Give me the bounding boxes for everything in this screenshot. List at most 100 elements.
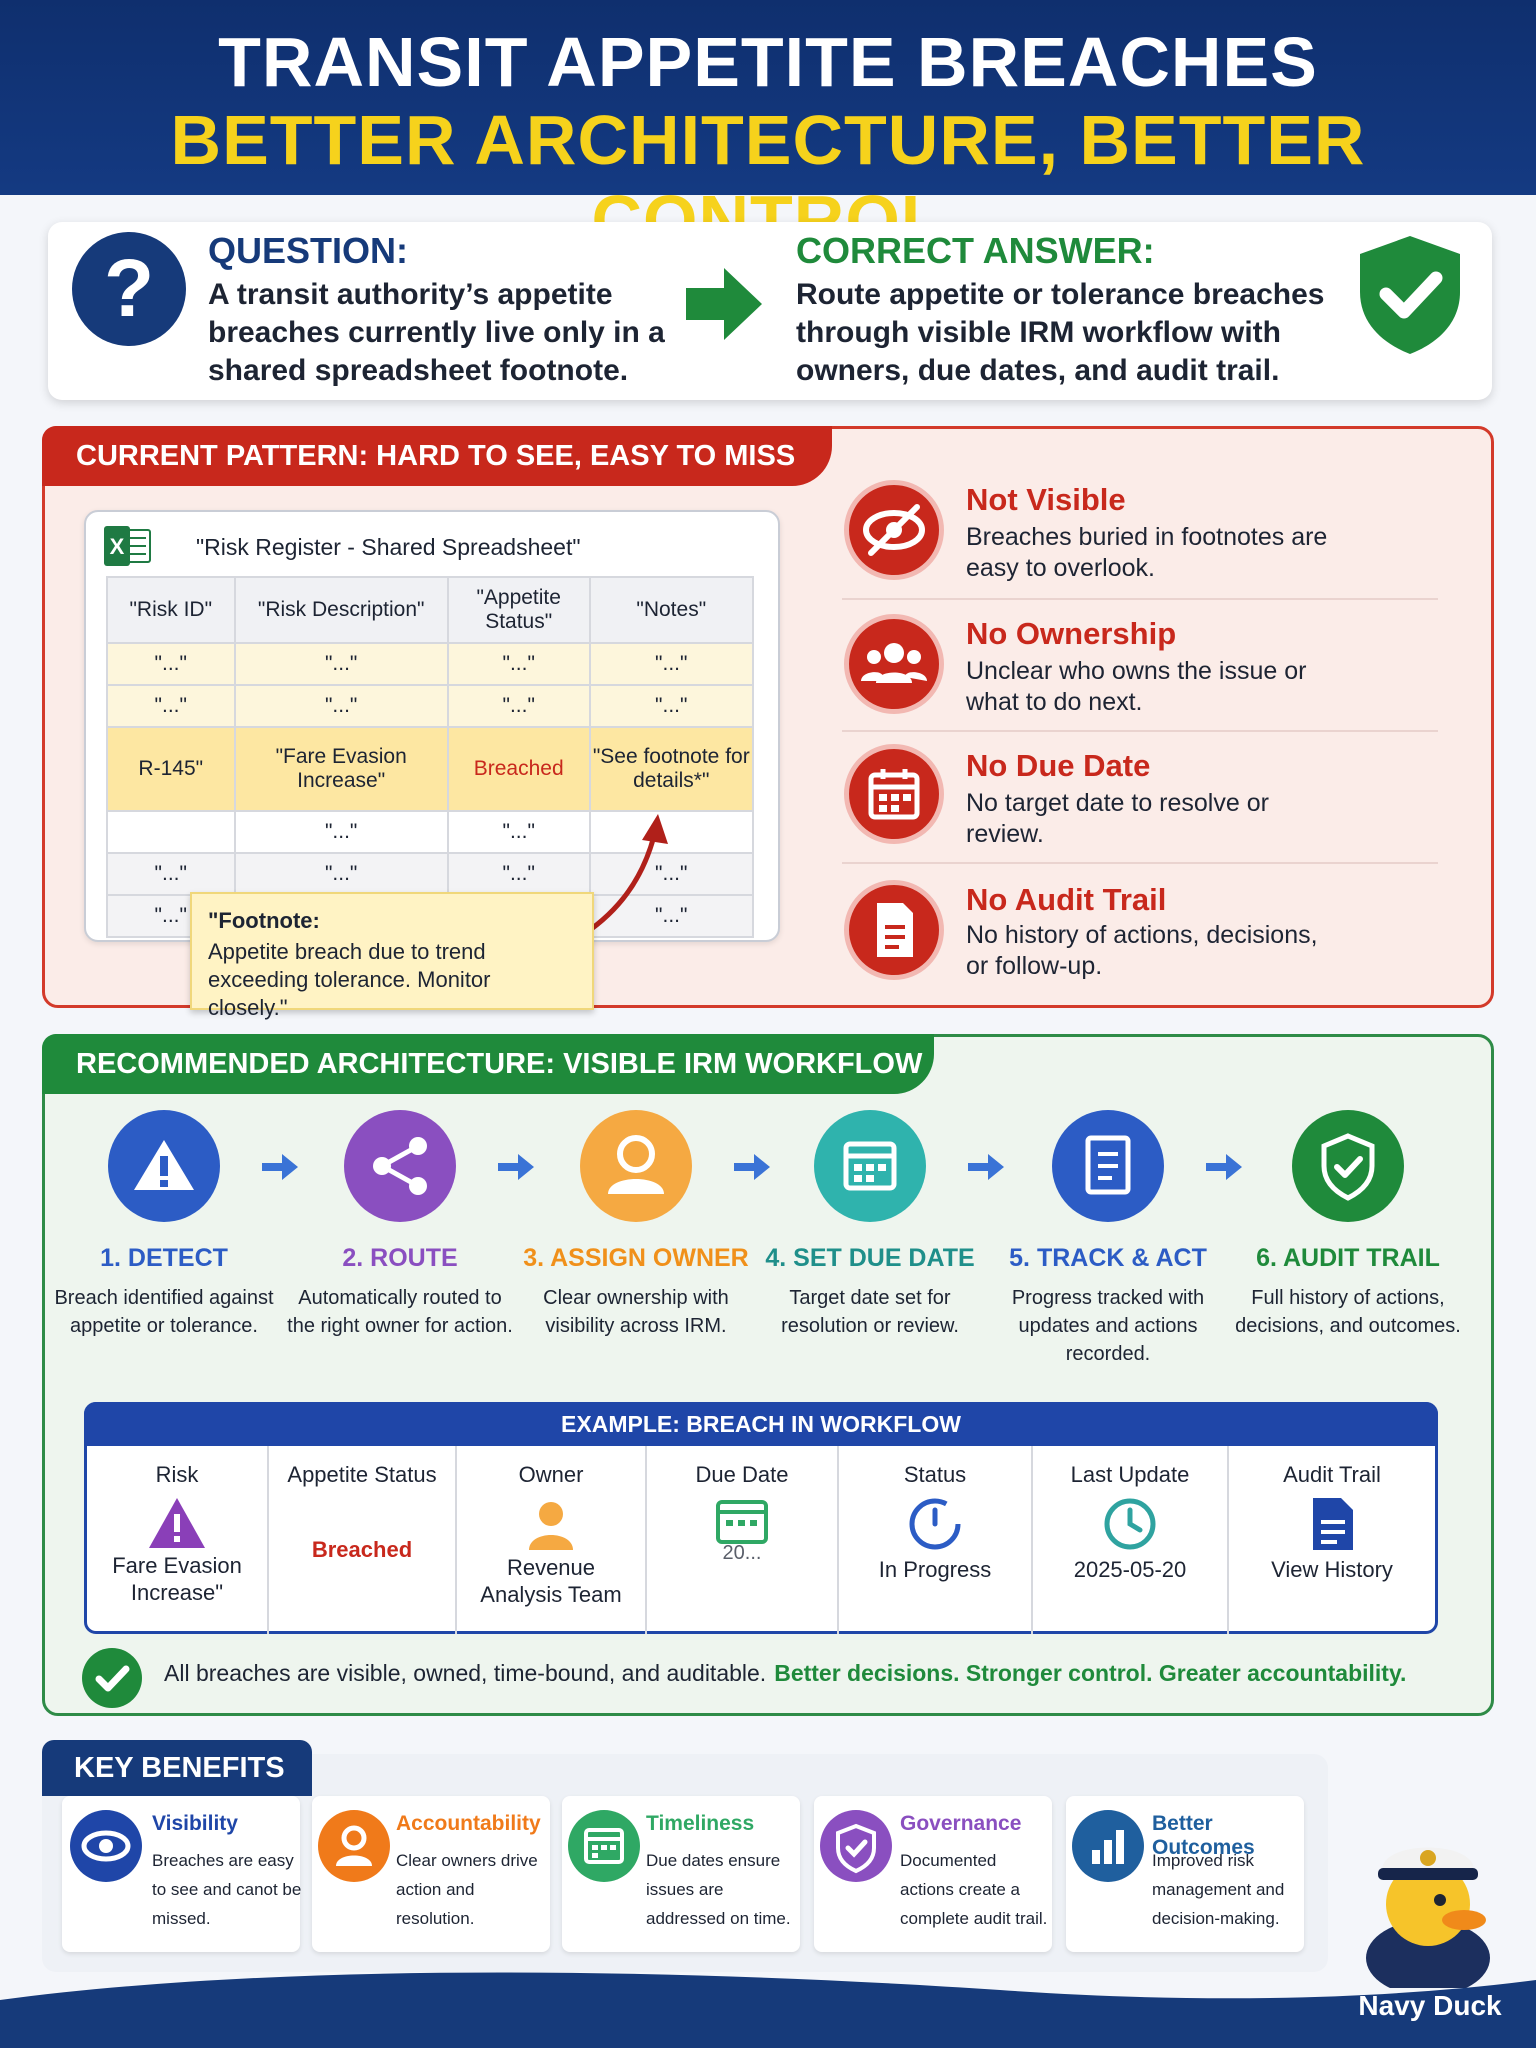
step-title: 5. TRACK & ACT — [1009, 1244, 1207, 1272]
issue-text: Unclear who owns the issue or what to do… — [966, 657, 1307, 716]
step-text: Target date set for resolution or review… — [781, 1287, 959, 1337]
document-icon — [1313, 1498, 1353, 1550]
issue-title: No Due Date — [966, 748, 1151, 783]
mascot-label: Navy Duck — [1358, 1990, 1502, 2021]
person-icon — [580, 1110, 692, 1222]
warning-icon — [108, 1110, 220, 1222]
document-icon — [844, 880, 944, 980]
calendar-icon — [568, 1810, 640, 1882]
clock-icon — [1104, 1498, 1156, 1550]
risk-id-cell: R-145" — [106, 726, 236, 812]
eye-off-icon — [844, 480, 944, 580]
arrow-right-icon — [734, 1154, 770, 1180]
benefit-card-accountability: Accountability Clear owners drive action… — [312, 1796, 550, 1952]
person-icon — [318, 1810, 390, 1882]
issue-title: No Audit Trail — [966, 882, 1167, 917]
issue-text: Breaches buried in footnotes are easy to… — [966, 523, 1328, 582]
risk-description-cell: "Fare Evasion Increase" — [233, 726, 449, 812]
step-text: Progress tracked with updates and action… — [1011, 1287, 1205, 1365]
excel-icon: X — [104, 526, 151, 566]
question-answer-card — [48, 222, 1492, 400]
eye-icon — [70, 1810, 142, 1882]
step-title: 2. ROUTE — [342, 1244, 458, 1272]
benefit-card-better-outcomes: Better Outcomes Improved risk management… — [1066, 1796, 1304, 1952]
checklist-icon — [1052, 1110, 1164, 1222]
example-column-due-date: Due Date 20... — [647, 1446, 839, 1634]
warning-icon — [149, 1498, 205, 1548]
calendar-icon — [716, 1500, 768, 1544]
answer-text: Route appetite or tolerance breaches thr… — [796, 278, 1325, 387]
divider — [842, 730, 1438, 732]
issue-text: No history of actions, decisions, or fol… — [966, 921, 1318, 980]
check-icon — [82, 1648, 142, 1708]
page-subtitle: BETTER ARCHITECTURE, BETTER CONTROL — [170, 101, 1366, 259]
step-text: Automatically routed to the right owner … — [287, 1287, 513, 1337]
table-row: "...""...""...""..." — [106, 642, 755, 686]
footnote-note: "Footnote: Appetite breach due to trend … — [190, 892, 594, 1020]
issue-title: Not Visible — [966, 482, 1126, 517]
column-header: "Risk Description" — [233, 576, 449, 644]
shield-check-icon — [820, 1810, 892, 1882]
step-text: Clear ownership with visibility across I… — [543, 1287, 729, 1337]
question-mark-icon: ? — [72, 232, 186, 346]
column-header: "Risk ID" — [106, 576, 236, 644]
footer-wave — [0, 1972, 1536, 2048]
issue-text: No target date to resolve or review. — [966, 789, 1269, 848]
page-title: TRANSIT APPETITE BREACHES — [218, 23, 1318, 101]
step-title: 6. AUDIT TRAIL — [1256, 1244, 1440, 1272]
question-text: A transit authority’s appetite breaches … — [208, 278, 665, 387]
current-pattern-tab: CURRENT PATTERN: HARD TO SEE, EASY TO MI… — [42, 426, 832, 486]
svg-text:X: X — [110, 534, 125, 559]
footnote-title: "Footnote: — [208, 908, 320, 933]
recommended-tab: RECOMMENDED ARCHITECTURE: VISIBLE IRM WO… — [42, 1034, 934, 1094]
appetite-status-cell: Breached — [446, 726, 591, 812]
divider — [842, 598, 1438, 600]
route-icon — [344, 1110, 456, 1222]
breach-row: R-145" "Fare Evasion Increase" Breached … — [106, 726, 755, 812]
shield-check-icon — [1360, 236, 1460, 354]
answer-label: CORRECT ANSWER: — [796, 230, 1155, 271]
example-column-owner: Owner Revenue Analysis Team — [457, 1446, 647, 1634]
header-banner: TRANSIT APPETITE BREACHES BETTER ARCHITE… — [0, 0, 1536, 259]
column-header: "Notes" — [588, 576, 755, 644]
example-column-risk: Risk Fare Evasion Increase" — [87, 1446, 269, 1634]
spreadsheet-title: "Risk Register - Shared Spreadsheet" — [196, 534, 581, 560]
summary-highlight: Better decisions. Stronger control. Grea… — [774, 1660, 1407, 1686]
calendar-icon — [814, 1110, 926, 1222]
duck-mascot-icon — [1366, 1847, 1490, 1988]
table-row: "...""...""...""..." — [106, 852, 755, 896]
step-title: 1. DETECT — [100, 1244, 228, 1272]
divider — [842, 862, 1438, 864]
column-header: "Appetite Status" — [446, 576, 591, 644]
arrow-right-icon — [262, 1154, 298, 1180]
benefit-card-governance: Governance Documented actions create a c… — [814, 1796, 1052, 1952]
people-icon — [844, 614, 944, 714]
step-text: Breach identified against appetite or to… — [54, 1287, 274, 1337]
benefit-card-visibility: Visibility Breaches are easy to see and … — [62, 1796, 301, 1952]
arrow-right-icon — [968, 1154, 1004, 1180]
calendar-icon — [844, 744, 944, 844]
arrow-right-icon — [1206, 1154, 1242, 1180]
question-label: QUESTION: — [208, 230, 409, 271]
bar-chart-icon — [1072, 1810, 1144, 1882]
notes-cell: "See footnote for details*" — [588, 726, 755, 812]
example-column-audit[interactable]: Audit Trail View History — [1229, 1446, 1435, 1634]
example-title: EXAMPLE: BREACH IN WORKFLOW — [84, 1402, 1438, 1446]
arrow-right-icon — [498, 1154, 534, 1180]
person-icon — [529, 1502, 573, 1550]
table-row: "...""..." — [106, 810, 755, 854]
step-text: Full history of actions, decisions, and … — [1235, 1287, 1461, 1337]
key-benefits-tab: KEY BENEFITS — [42, 1740, 312, 1796]
arrow-right-icon — [686, 268, 762, 340]
benefit-card-timeliness: Timeliness Due dates ensure issues are a… — [562, 1796, 800, 1952]
example-column-appetite: Appetite Status Breached — [269, 1446, 457, 1634]
step-title: 3. ASSIGN OWNER — [523, 1244, 749, 1272]
progress-icon — [909, 1498, 961, 1550]
summary-text: All breaches are visible, owned, time-bo… — [164, 1660, 1407, 1686]
footnote-text: Appetite breach due to trend exceeding t… — [208, 939, 491, 1020]
table-row: "...""...""...""..." — [106, 684, 755, 728]
view-history-link[interactable]: View History — [1271, 1557, 1393, 1582]
step-title: 4. SET DUE DATE — [765, 1244, 975, 1272]
issue-title: No Ownership — [966, 616, 1177, 651]
example-column-last-update: Last Update 2025-05-20 — [1033, 1446, 1229, 1634]
